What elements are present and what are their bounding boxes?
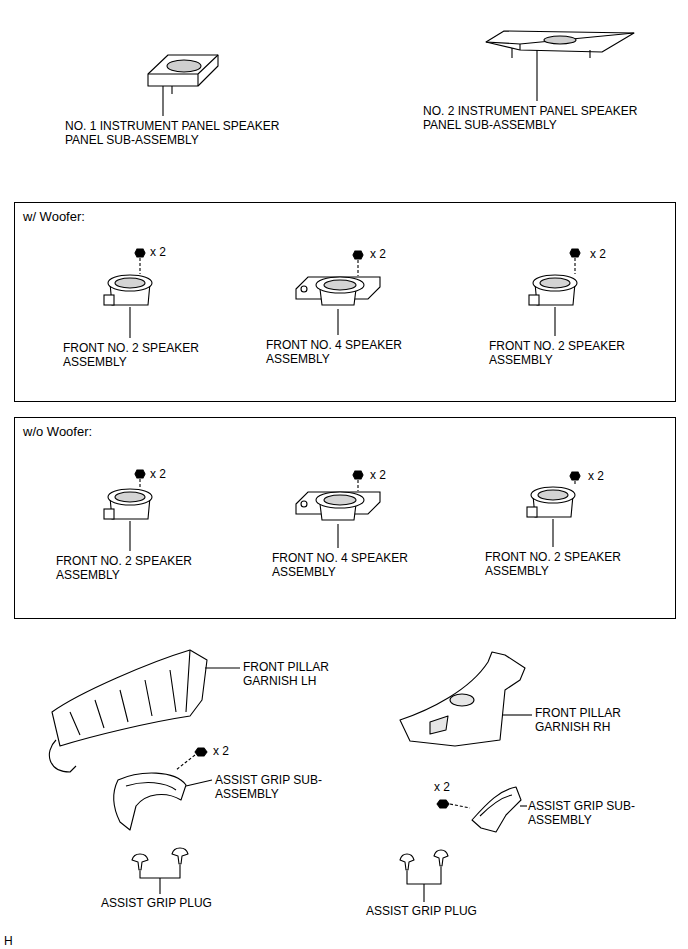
speaker-assembly xyxy=(104,470,152,551)
quantity-note: x 2 xyxy=(213,744,229,758)
speaker-assembly xyxy=(527,472,580,547)
part-name: ASSIST GRIP SUB-ASSEMBLY xyxy=(528,799,650,827)
part-name: FRONT NO. 2 SPEAKER ASSEMBLY xyxy=(489,339,639,367)
part-name: FRONT NO. 4 SPEAKER ASSEMBLY xyxy=(272,551,422,579)
part-name: FRONT NO. 2 SPEAKER ASSEMBLY xyxy=(485,550,635,578)
part-name: FRONT PILLAR GARNISH LH xyxy=(243,660,353,688)
quantity-note: x 2 xyxy=(370,468,386,482)
option-group-box: w/o Woofer: xyxy=(14,417,676,619)
speaker-assembly xyxy=(296,251,380,335)
speaker-assembly xyxy=(529,249,580,336)
assist-grip xyxy=(472,787,521,832)
part-name: ASSIST GRIP PLUG xyxy=(101,896,212,910)
assist-grip xyxy=(114,773,186,830)
option-group-box: w/ Woofer: xyxy=(14,202,676,402)
quantity-note: x 2 xyxy=(588,469,604,483)
part-name: FRONT NO. 2 SPEAKER ASSEMBLY xyxy=(56,554,206,582)
quantity-note: x 2 xyxy=(370,247,386,261)
part-name: FRONT PILLAR GARNISH RH xyxy=(535,706,645,734)
speaker-panel xyxy=(148,55,218,86)
pillar-garnish xyxy=(52,650,207,746)
speaker-panel xyxy=(486,31,634,52)
quantity-note: x 2 xyxy=(150,467,166,481)
part-name: ASSIST GRIP PLUG xyxy=(366,904,477,918)
pillar-garnish xyxy=(400,652,525,746)
group-heading: w/o Woofer: xyxy=(15,418,100,445)
part-name: NO. 2 INSTRUMENT PANEL SPEAKER PANEL SUB… xyxy=(423,104,651,132)
figure-code: H xyxy=(4,934,13,948)
part-name: ASSIST GRIP SUB-ASSEMBLY xyxy=(215,773,337,801)
speaker-assembly xyxy=(296,471,380,548)
quantity-note: x 2 xyxy=(150,245,166,259)
part-name: NO. 1 INSTRUMENT PANEL SPEAKER PANEL SUB… xyxy=(65,119,293,147)
speaker-assembly xyxy=(104,249,152,338)
part-name: FRONT NO. 4 SPEAKER ASSEMBLY xyxy=(266,338,416,366)
quantity-note: x 2 xyxy=(590,247,606,261)
quantity-note: x 2 xyxy=(434,780,450,794)
part-name: FRONT NO. 2 SPEAKER ASSEMBLY xyxy=(63,341,213,369)
group-heading: w/ Woofer: xyxy=(15,203,93,230)
